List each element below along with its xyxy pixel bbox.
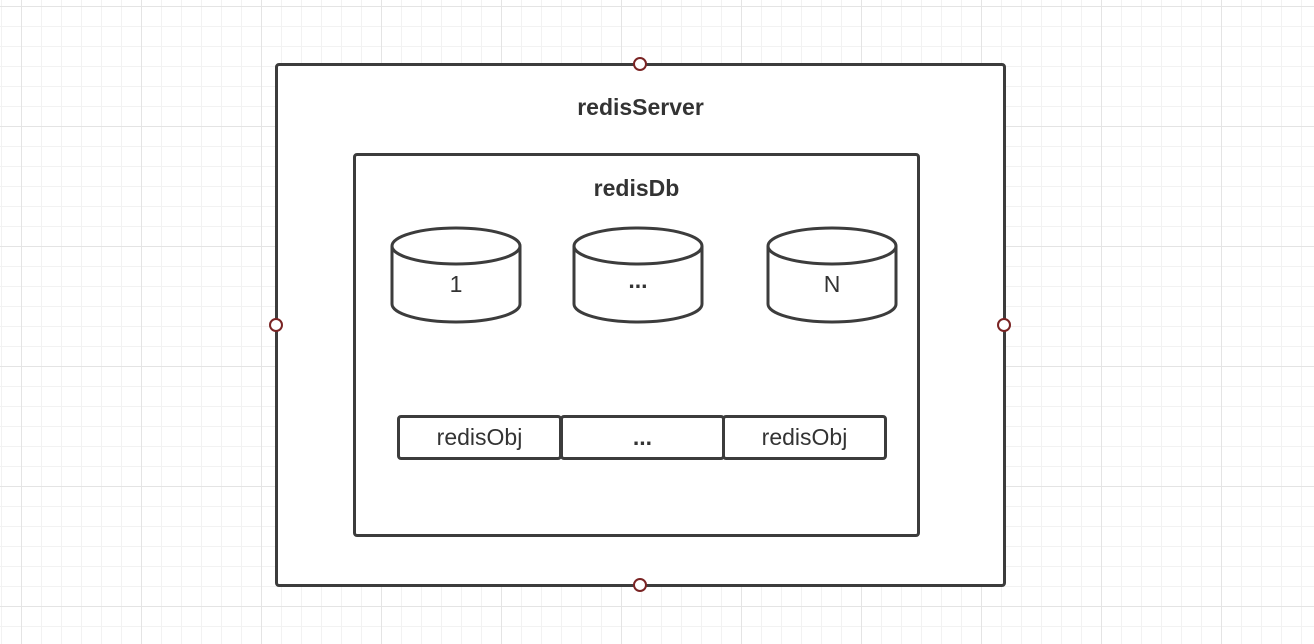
redis-db-box[interactable]: redisDb 1 ... (353, 153, 920, 537)
connection-handle-left[interactable] (269, 318, 283, 332)
database-cylinder[interactable]: ... (571, 224, 705, 326)
database-label: 1 (449, 271, 463, 297)
redis-obj-box[interactable]: redisObj (722, 415, 887, 460)
redis-server-title: redisServer (577, 94, 704, 120)
redis-obj-box[interactable]: redisObj (397, 415, 562, 460)
connection-handle-top[interactable] (633, 57, 647, 71)
database-label: ... (628, 267, 648, 293)
database-cylinder-shape (572, 226, 704, 324)
redis-server-box[interactable]: redisServer redisDb 1 ... (275, 63, 1006, 587)
database-cylinder[interactable]: 1 (389, 224, 523, 326)
database-label: N (823, 271, 841, 297)
connection-handle-right[interactable] (997, 318, 1011, 332)
database-cylinder[interactable]: N (765, 224, 899, 326)
database-cylinder-shape (766, 226, 898, 324)
redis-db-title: redisDb (593, 175, 680, 201)
database-cylinder-shape (390, 226, 522, 324)
connection-handle-bottom[interactable] (633, 578, 647, 592)
redis-obj-box[interactable]: ... (560, 415, 725, 460)
